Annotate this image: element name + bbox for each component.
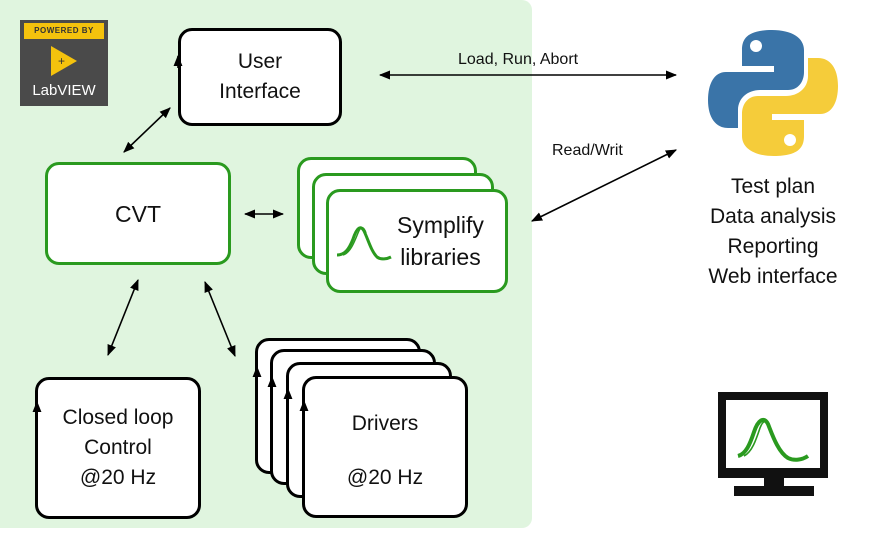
cvt-node: CVT xyxy=(45,162,231,265)
load-run-abort-label: Load, Run, Abort xyxy=(458,51,579,68)
monitor-icon xyxy=(718,392,828,496)
python-item: Reporting xyxy=(727,235,819,258)
python-capabilities: Test plan Data analysis Reporting Web in… xyxy=(690,172,856,292)
user-interface-label: User Interface xyxy=(219,50,301,103)
labview-logo: POWERED BY + LabVIEW xyxy=(20,20,108,106)
closed-loop-node: Closed loop Control @20 Hz xyxy=(35,377,201,519)
symplify-node: Symplify libraries xyxy=(326,189,508,293)
arrow-symplify-python xyxy=(530,149,678,222)
symplify-label: Symplify libraries xyxy=(397,212,484,270)
python-logo-icon xyxy=(708,30,838,156)
symplify-wave-icon xyxy=(336,226,392,261)
drivers-node: Drivers @20 Hz xyxy=(302,376,468,518)
svg-text:+: + xyxy=(58,54,65,68)
labview-product-name: LabVIEW xyxy=(32,82,96,99)
cvt-label: CVT xyxy=(115,200,161,227)
read-write-label: Read/Writ xyxy=(552,142,623,159)
python-item: Data analysis xyxy=(709,205,837,228)
python-item: Test plan xyxy=(730,175,816,198)
arrow-cvt-drivers xyxy=(204,280,236,358)
drivers-label: Drivers xyxy=(351,412,419,435)
labview-play-icon: + xyxy=(51,46,77,76)
user-interface-node: User Interface xyxy=(178,28,342,126)
powered-by-label: POWERED BY xyxy=(24,23,104,39)
drivers-rate-label: @20 Hz xyxy=(346,466,424,489)
arrow-cvt-closedloop xyxy=(107,278,139,357)
closed-loop-label: Closed loop Control @20 Hz xyxy=(62,406,174,489)
python-item: Web interface xyxy=(708,265,838,288)
arrow-ui-cvt xyxy=(123,107,171,153)
